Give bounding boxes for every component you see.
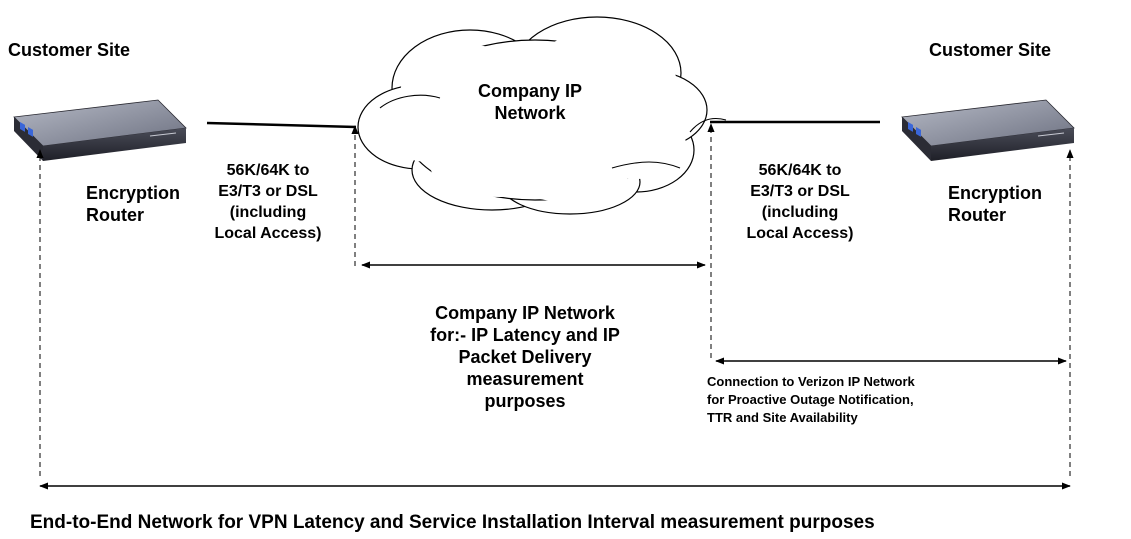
right-customer-site-title: Customer Site (929, 40, 1052, 60)
left-link-label: 56K/64K to E3/T3 or DSL (including Local… (214, 162, 322, 242)
cloud-label: Company IP Network (477, 81, 583, 123)
left-device-label: Encryption Router (86, 183, 181, 225)
router-right-icon (901, 99, 1075, 161)
right-link-label: 56K/64K to E3/T3 or DSL (including Local… (746, 162, 854, 242)
right-device-label: Encryption Router (948, 183, 1043, 225)
verizon-connection-label: Connection to Verizon IP Network for Pro… (707, 374, 915, 425)
left-access-link (206, 121, 357, 129)
end-to-end-label: End-to-End Network for VPN Latency and S… (30, 512, 875, 533)
left-customer-site-title: Customer Site (8, 40, 131, 60)
ip-network-measure-label: Company IP Network for:- IP Latency and … (430, 303, 620, 411)
router-left-icon (13, 99, 187, 161)
